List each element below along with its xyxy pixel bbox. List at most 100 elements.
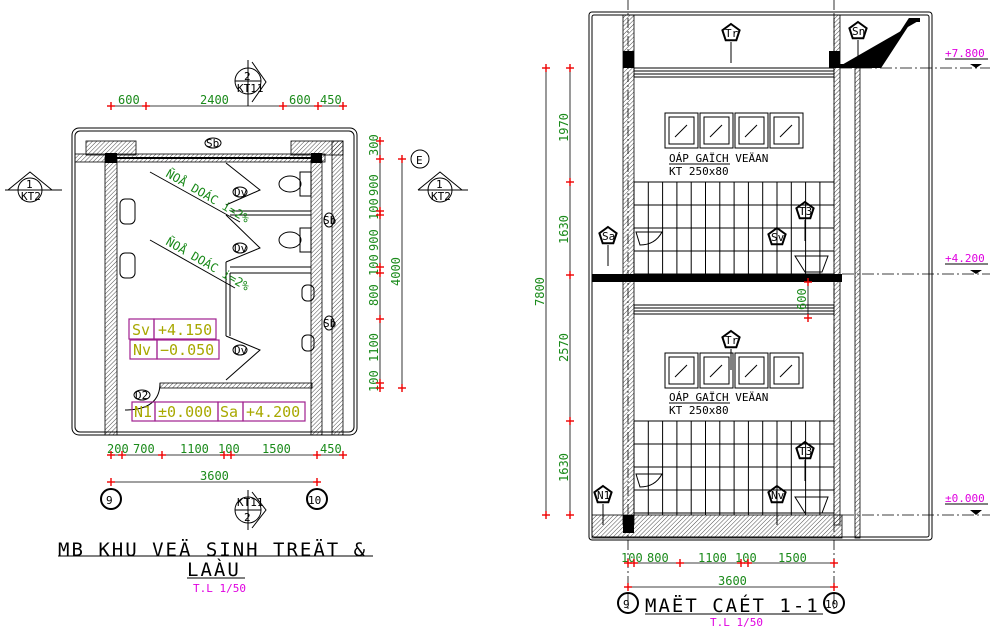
svg-text:1970: 1970 xyxy=(557,113,571,142)
roof-canopy xyxy=(840,18,920,68)
door-swing xyxy=(225,335,261,381)
window-icon xyxy=(734,352,769,389)
tag-label: Sn xyxy=(852,25,865,38)
tag-label: N1 xyxy=(597,489,610,502)
window-row xyxy=(664,112,804,149)
footing xyxy=(623,515,634,533)
svg-text:2: 2 xyxy=(244,70,251,83)
sink-icon xyxy=(635,231,663,246)
svg-text:900: 900 xyxy=(367,229,381,251)
slab-ceiling xyxy=(633,67,835,72)
tag-label: Tr xyxy=(725,27,739,40)
tag-label: T3 xyxy=(799,445,812,458)
slab-ceiling xyxy=(633,304,835,309)
level-box-nv: Nv −0.050 xyxy=(129,339,220,360)
tag-pentagon xyxy=(848,20,868,40)
door-swing xyxy=(225,214,261,263)
right-wall xyxy=(833,14,841,526)
section-title: MAËT CAÉT 1-1 xyxy=(645,594,820,617)
svg-text:+4.150: +4.150 xyxy=(158,321,212,339)
level-7800: +7.800 xyxy=(945,47,985,60)
sink-icon xyxy=(119,198,136,225)
right-inner-wall xyxy=(310,159,323,436)
window-pane xyxy=(773,356,800,385)
glass-mark xyxy=(674,124,688,138)
svg-text:600: 600 xyxy=(795,288,809,310)
window-pane xyxy=(738,356,765,385)
window-icon xyxy=(734,112,769,149)
svg-text:±0.000: ±0.000 xyxy=(158,403,212,421)
svg-text:E: E xyxy=(416,154,423,167)
wall-tile-grid xyxy=(633,181,834,275)
section-marker-top: 2 KT11 xyxy=(234,60,267,106)
glass-mark xyxy=(674,364,688,378)
left-wall xyxy=(104,156,118,436)
glass-mark xyxy=(709,364,723,378)
svg-text:1: 1 xyxy=(436,178,443,191)
column xyxy=(311,153,322,163)
axis-10: 10 xyxy=(823,592,845,614)
toilet-icon xyxy=(278,231,302,249)
svg-text:600: 600 xyxy=(118,93,140,107)
svg-text:7800: 7800 xyxy=(533,277,547,306)
svg-text:10: 10 xyxy=(825,598,838,611)
window-icon xyxy=(769,112,804,149)
slab-ceiling xyxy=(633,310,835,315)
window-pane xyxy=(738,116,765,145)
tag-pentagon xyxy=(593,484,613,504)
axis-e: E xyxy=(410,149,430,169)
glass-mark xyxy=(744,124,758,138)
level-box-n1-sa: N1 ±0.000 Sa +4.200 xyxy=(131,401,306,422)
svg-text:1630: 1630 xyxy=(557,215,571,244)
svg-text:9: 9 xyxy=(623,598,630,611)
tag-pentagon xyxy=(721,22,741,42)
svg-text:2400: 2400 xyxy=(200,93,229,107)
tag-sb: Sb xyxy=(323,214,336,227)
svg-text:−0.050: −0.050 xyxy=(160,341,214,359)
axis-9: 9 xyxy=(100,488,122,510)
tag-label: Nv xyxy=(771,489,785,502)
axis-9: 9 xyxy=(617,592,639,614)
window-icon xyxy=(664,352,699,389)
fixture-tags: Sb Dv Dv Dv Sb Sb D2 xyxy=(133,137,336,402)
tile-note: OÁP GAÏCH VEÄAN xyxy=(669,152,768,165)
section-marker-left: 1 KT2 xyxy=(5,171,62,203)
slab-ceiling xyxy=(633,73,835,78)
urinal-icon xyxy=(301,334,315,352)
floor-plan: ÑOÅ DOÁC i=2% ÑOÅ DOÁC i=2% Sb Dv Dv Dv … xyxy=(5,60,468,595)
tag-sb: Sb xyxy=(323,317,336,330)
svg-text:+4.200: +4.200 xyxy=(246,403,300,421)
ground-floor-slab xyxy=(591,514,843,539)
svg-text:KT2: KT2 xyxy=(431,190,451,203)
svg-text:700: 700 xyxy=(133,442,155,456)
window-pane xyxy=(703,116,730,145)
svg-text:4000: 4000 xyxy=(389,257,403,286)
section-marker-right: 1 KT2 xyxy=(417,171,468,203)
plan-border-inner xyxy=(74,130,355,433)
section-drawing: OÁP GAÏCH VEÄAN KT 250x80 OÁP GAÏCH VEÄA… xyxy=(533,0,990,629)
slope-arrow xyxy=(149,171,241,223)
svg-text:800: 800 xyxy=(367,284,381,306)
right-dimensions: 300 900 100 900 100 800 1100 100 4000 xyxy=(367,134,403,392)
tag-d2: D2 xyxy=(135,389,148,402)
tag-pentagon xyxy=(767,226,787,246)
window-icon xyxy=(664,112,699,149)
urinal-icon xyxy=(301,284,315,302)
plan-title-line1: MB KHU VEÄ SINH TREÄT & xyxy=(58,538,367,561)
svg-text:Sv: Sv xyxy=(132,321,150,339)
svg-text:200: 200 xyxy=(107,442,129,456)
window-icon xyxy=(769,352,804,389)
level-4200: +4.200 xyxy=(945,252,985,265)
svg-text:2570: 2570 xyxy=(557,333,571,362)
svg-text:1100: 1100 xyxy=(180,442,209,456)
toilet-tank-icon xyxy=(299,227,312,253)
sink-icon xyxy=(635,473,663,488)
left-dimensions: 1970 1630 2570 1630 7800 600 xyxy=(533,68,809,515)
level-box-sv: Sv +4.150 xyxy=(128,318,217,340)
svg-text:100: 100 xyxy=(218,442,240,456)
bottom-dimensions: 200 700 1100 100 1500 450 3600 xyxy=(107,442,343,483)
tag-pentagon xyxy=(721,329,741,349)
door-swing xyxy=(124,382,161,411)
